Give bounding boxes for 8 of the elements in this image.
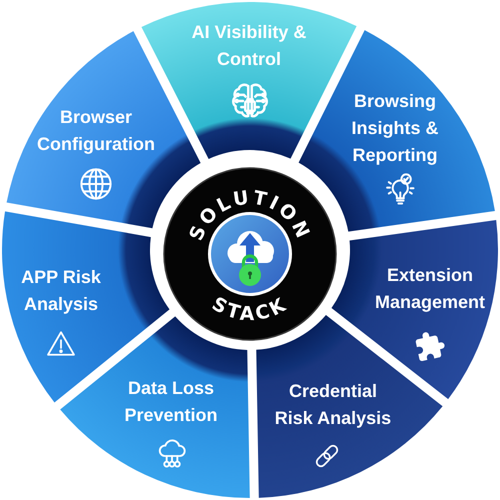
segment-label: AI Visibility & Control [190,21,308,71]
curved-label: STACK [208,292,292,326]
segment-label: Extension Management [374,264,486,314]
segment-label: Browsing Insights & Reporting [350,90,440,167]
segment-label: APP Risk Analysis [20,266,102,316]
segment-label: Data Loss Prevention [123,377,219,427]
segment-label: Browser Configuration [36,106,156,156]
segment-label: Credential Risk Analysis [274,380,392,430]
